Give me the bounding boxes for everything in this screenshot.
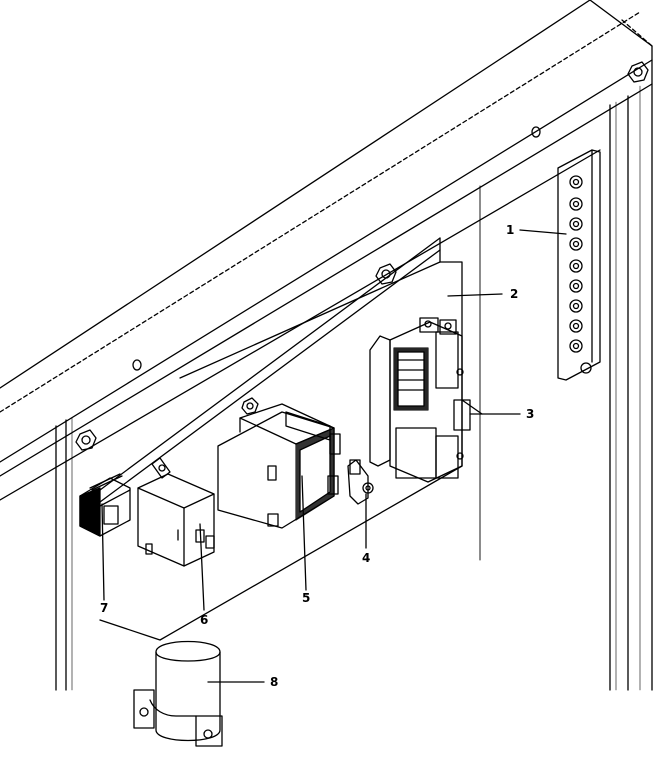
run-capacitor	[133, 640, 223, 747]
transformer	[217, 397, 341, 529]
corner-bolt-top-right	[627, 61, 649, 83]
mounting-plate	[99, 237, 463, 641]
leader-5	[301, 475, 307, 591]
corner-bolt-left	[75, 429, 97, 451]
transformer-bolt	[241, 397, 259, 415]
plate-bolt	[375, 263, 397, 285]
capacitor-block	[79, 473, 131, 537]
leader-7	[101, 503, 105, 601]
callout-7: 7	[100, 601, 108, 615]
callout-1: 1	[506, 223, 514, 237]
timer-switch	[137, 457, 215, 567]
terminal-strip	[557, 149, 601, 381]
bolt-right-bottom	[580, 362, 592, 374]
callout-6: 6	[200, 613, 208, 627]
cabinet-housing	[0, 0, 653, 691]
callout-3: 3	[526, 407, 534, 421]
leader-lines	[101, 229, 567, 683]
ground-lug	[347, 459, 374, 505]
leader-1	[519, 229, 567, 235]
callout-labels: 1 2 3 4 5 6 7 8	[100, 223, 534, 689]
callout-2: 2	[510, 287, 518, 301]
leader-6	[199, 523, 205, 611]
contactor-relay	[369, 317, 483, 483]
callout-4: 4	[362, 551, 370, 565]
leader-2	[447, 293, 503, 297]
callout-8: 8	[270, 675, 278, 689]
callout-5: 5	[302, 591, 310, 605]
terminal-screws	[569, 175, 583, 353]
